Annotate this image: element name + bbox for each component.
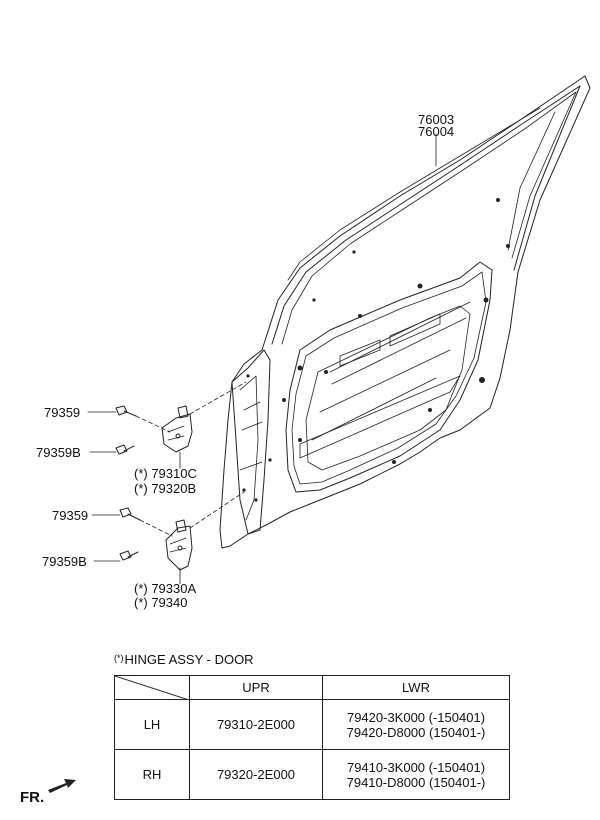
row-upr: 79320-2E000: [189, 749, 323, 800]
leader-lines: [87, 133, 437, 585]
lower-hinge: [165, 519, 193, 571]
row-lwr-line: 79410-3K000 (-150401): [346, 759, 486, 775]
fr-label: FR.: [20, 789, 45, 806]
row-side: LH: [114, 699, 190, 750]
door-exploded-diagram: [87, 75, 591, 585]
table-header-row: UPR LWR: [114, 675, 510, 700]
callout-79359b-lower: 79359B: [42, 554, 87, 569]
table-row: LH 79310-2E000 79420-3K000 (-150401) 794…: [114, 699, 510, 750]
row-lwr-line: 79420-D8000 (150401-): [346, 724, 486, 740]
note-marker: (*): [114, 653, 124, 663]
diagonal-line: [115, 676, 189, 700]
upper-hinge: [161, 405, 193, 453]
door-outer-frame: [219, 75, 591, 549]
inner-panel-opening: [285, 261, 493, 493]
table-row: RH 79320-2E000 79410-3K000 (-150401) 794…: [114, 749, 510, 800]
table-corner-cell: [114, 675, 190, 700]
callout-79359-upper: 79359: [44, 405, 81, 420]
window-frame-inner: [271, 85, 581, 345]
row-side: RH: [114, 749, 190, 800]
callout-79340: (*) 79340: [134, 595, 188, 610]
row-lwr-line: 79420-3K000 (-150401): [346, 709, 486, 725]
row-lwr-line: 79410-D8000 (150401-): [346, 774, 486, 790]
header-lwr: LWR: [322, 675, 510, 700]
row-lwr: 79410-3K000 (-150401) 79410-D8000 (15040…: [322, 749, 510, 800]
hinge-pillar: [231, 349, 271, 535]
callout-79310c: (*) 79310C: [134, 466, 197, 481]
callout-79359-lower: 79359: [52, 508, 89, 523]
panel-holes: [242, 198, 510, 502]
callout-76003: 76003: [418, 112, 455, 127]
header-upr: UPR: [189, 675, 323, 700]
front-arrow-icon: [48, 779, 76, 793]
row-upr: 79310-2E000: [189, 699, 323, 750]
row-lwr: 79420-3K000 (-150401) 79420-D8000 (15040…: [322, 699, 510, 750]
callout-76004: 76004: [418, 124, 455, 139]
callout-79330a: (*) 79330A: [134, 581, 197, 596]
callout-79359b-upper: 79359B: [36, 445, 81, 460]
callout-79320b: (*) 79320B: [134, 481, 197, 496]
hinge-assy-note: (*)HINGE ASSY - DOOR: [114, 652, 254, 667]
bolts: [115, 405, 141, 561]
alignment-lines: [135, 381, 247, 537]
hinge-parts-table: UPR LWR LH 79310-2E000 79420-3K000 (-150…: [114, 675, 510, 800]
note-text: HINGE ASSY - DOOR: [124, 652, 254, 667]
